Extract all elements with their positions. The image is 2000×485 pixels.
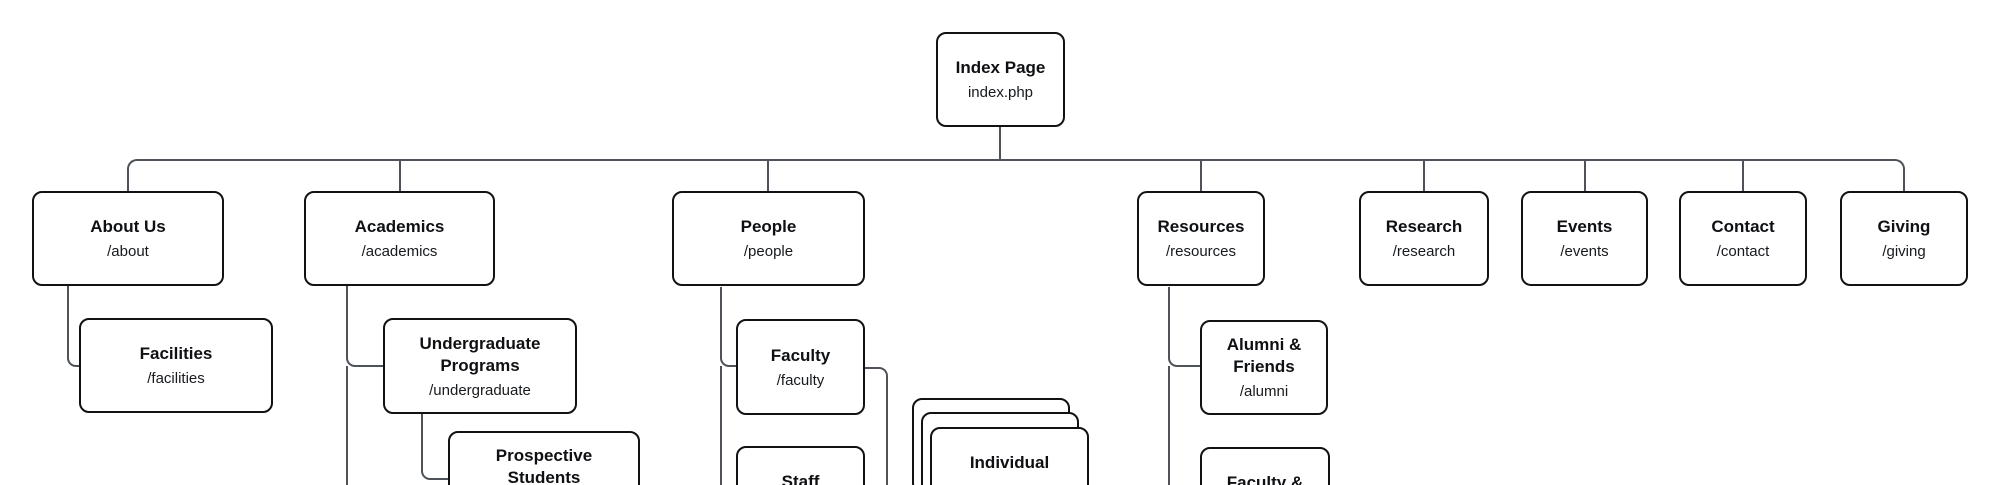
node-title: Faculty &	[1226, 473, 1304, 485]
connector-faculty-individual	[865, 367, 888, 485]
connector-drop-academics	[399, 159, 401, 191]
node-title: Prospective Students	[495, 446, 593, 485]
node-resources[interactable]: Resources /resources	[1137, 191, 1265, 286]
node-faculty-and[interactable]: Faculty &	[1200, 447, 1330, 485]
node-about-us[interactable]: About Us /about	[32, 191, 224, 286]
node-alumni-friends[interactable]: Alumni & Friends /alumni	[1200, 320, 1328, 415]
node-events[interactable]: Events /events	[1521, 191, 1648, 286]
node-title: Index Page	[955, 58, 1046, 77]
node-title: About Us	[90, 217, 166, 236]
connector-people-faculty	[720, 287, 736, 367]
node-path: /faculty	[776, 371, 825, 389]
node-people[interactable]: People /people	[672, 191, 865, 286]
node-undergraduate-programs[interactable]: Undergraduate Programs /undergraduate	[383, 318, 577, 414]
connector-academics-continuation	[346, 366, 348, 485]
node-title: Contact	[1711, 217, 1775, 236]
connector-people-continuation	[720, 366, 722, 485]
connector-index-drop	[999, 127, 1001, 160]
connector-academics-undergraduate	[346, 286, 383, 367]
node-path: /facilities	[147, 370, 205, 387]
node-path: /giving	[1882, 243, 1926, 260]
node-path: /alumni	[1239, 383, 1289, 400]
node-facilities[interactable]: Facilities /facilities	[79, 318, 273, 413]
node-path: /research	[1392, 243, 1456, 260]
node-contact[interactable]: Contact /contact	[1679, 191, 1807, 286]
connector-undergraduate-prospective	[421, 414, 448, 480]
node-title: Resources	[1157, 217, 1245, 236]
node-title: Facilities	[139, 344, 213, 363]
node-title: Alumni & Friends	[1226, 335, 1302, 376]
node-title: Giving	[1877, 217, 1931, 236]
connector-about-facilities	[67, 286, 80, 367]
connector-drop-people	[767, 159, 769, 191]
connector-resources-alumni	[1168, 287, 1200, 367]
node-title: Events	[1556, 217, 1613, 236]
connector-resources-continuation	[1168, 366, 1170, 485]
node-title: Research	[1385, 217, 1463, 236]
node-path: /people	[743, 243, 794, 260]
node-index-page[interactable]: Index Page index.php	[936, 32, 1065, 127]
node-giving[interactable]: Giving /giving	[1840, 191, 1968, 286]
node-title: Staff	[781, 472, 820, 485]
node-title: Academics	[354, 217, 445, 236]
node-title: Undergraduate Programs	[419, 333, 541, 375]
node-title: Individual	[969, 453, 1050, 472]
connector-drop-research	[1423, 159, 1425, 191]
node-research[interactable]: Research /research	[1359, 191, 1489, 286]
connector-drop-contact	[1742, 159, 1744, 191]
node-path: /academics	[361, 243, 438, 260]
node-path: /about	[107, 243, 149, 260]
node-title: Faculty	[770, 345, 831, 365]
connector-drop-events	[1584, 159, 1586, 191]
node-faculty[interactable]: Faculty /faculty	[736, 319, 865, 415]
node-individual-stack[interactable]: Individual	[930, 427, 1089, 485]
node-path: /contact	[1716, 243, 1770, 260]
connector-level1-rail	[127, 159, 1905, 192]
connector-drop-resources	[1200, 159, 1202, 191]
node-staff[interactable]: Staff	[736, 446, 865, 485]
node-prospective-students[interactable]: Prospective Students	[448, 431, 640, 485]
node-academics[interactable]: Academics /academics	[304, 191, 495, 286]
node-path: index.php	[967, 84, 1034, 101]
node-path: /events	[1560, 243, 1609, 260]
node-path: /undergraduate	[429, 381, 531, 399]
node-path: /resources	[1165, 243, 1237, 260]
node-title: People	[740, 217, 797, 236]
